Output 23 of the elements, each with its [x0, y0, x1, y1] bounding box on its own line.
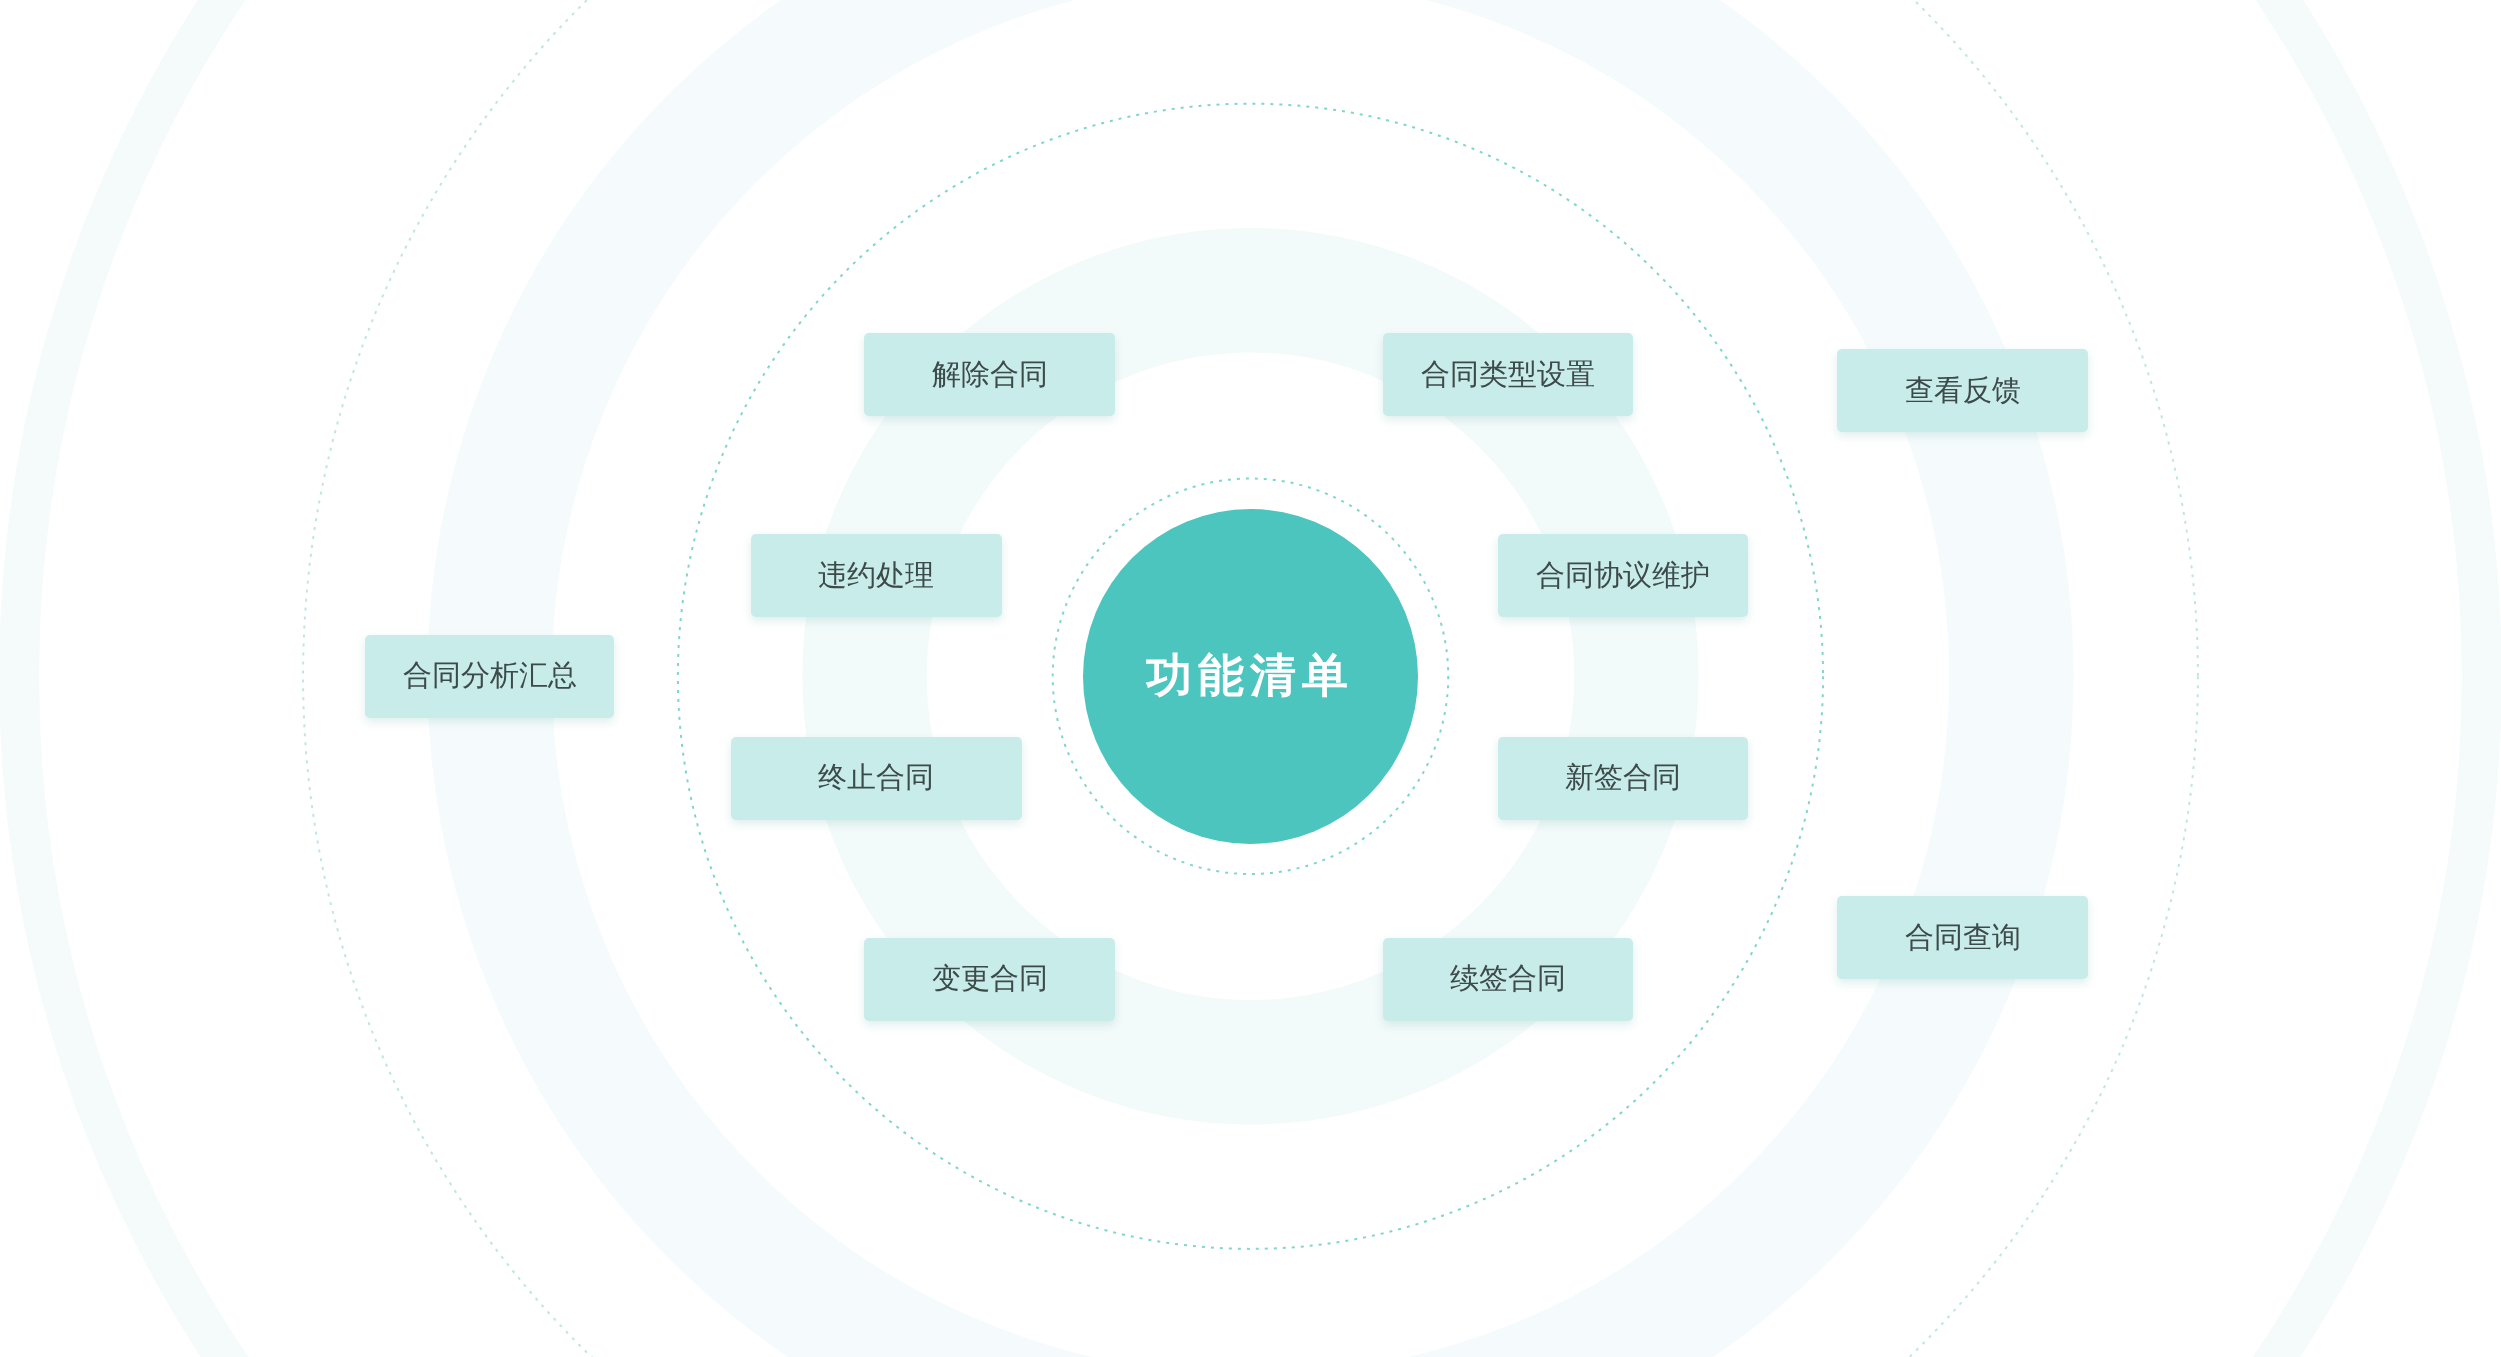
- feature-box: [1382, 937, 1634, 1021]
- feature-box: [730, 736, 1023, 820]
- feature-box: [1497, 534, 1749, 618]
- feature-label: 查看反馈: [1904, 371, 2021, 409]
- feature-box: [1837, 896, 2088, 980]
- feature-label: 新签合同: [1564, 759, 1681, 797]
- feature-label: 续签合同: [1450, 960, 1567, 998]
- feature-box: [864, 333, 1115, 417]
- feature-label: 合同查询: [1904, 918, 2021, 956]
- feature-label: 合同类型设置: [1421, 355, 1596, 393]
- feature-box: [1837, 349, 2088, 433]
- feature-box: [864, 937, 1115, 1021]
- feature-label: 违约处理: [818, 556, 935, 594]
- feature-box: [1497, 736, 1749, 820]
- feature-label: 终止合同: [818, 759, 935, 797]
- feature-label: 合同协议维护: [1535, 556, 1710, 594]
- feature-label: 解除合同: [931, 355, 1048, 393]
- feature-box: [1382, 333, 1634, 417]
- feature-box: [751, 534, 1002, 618]
- hub-title: 功能清单: [1146, 647, 1355, 705]
- feature-label: 变更合同: [931, 960, 1048, 998]
- feature-box: [365, 634, 615, 718]
- feature-label: 合同分析汇总: [402, 657, 577, 695]
